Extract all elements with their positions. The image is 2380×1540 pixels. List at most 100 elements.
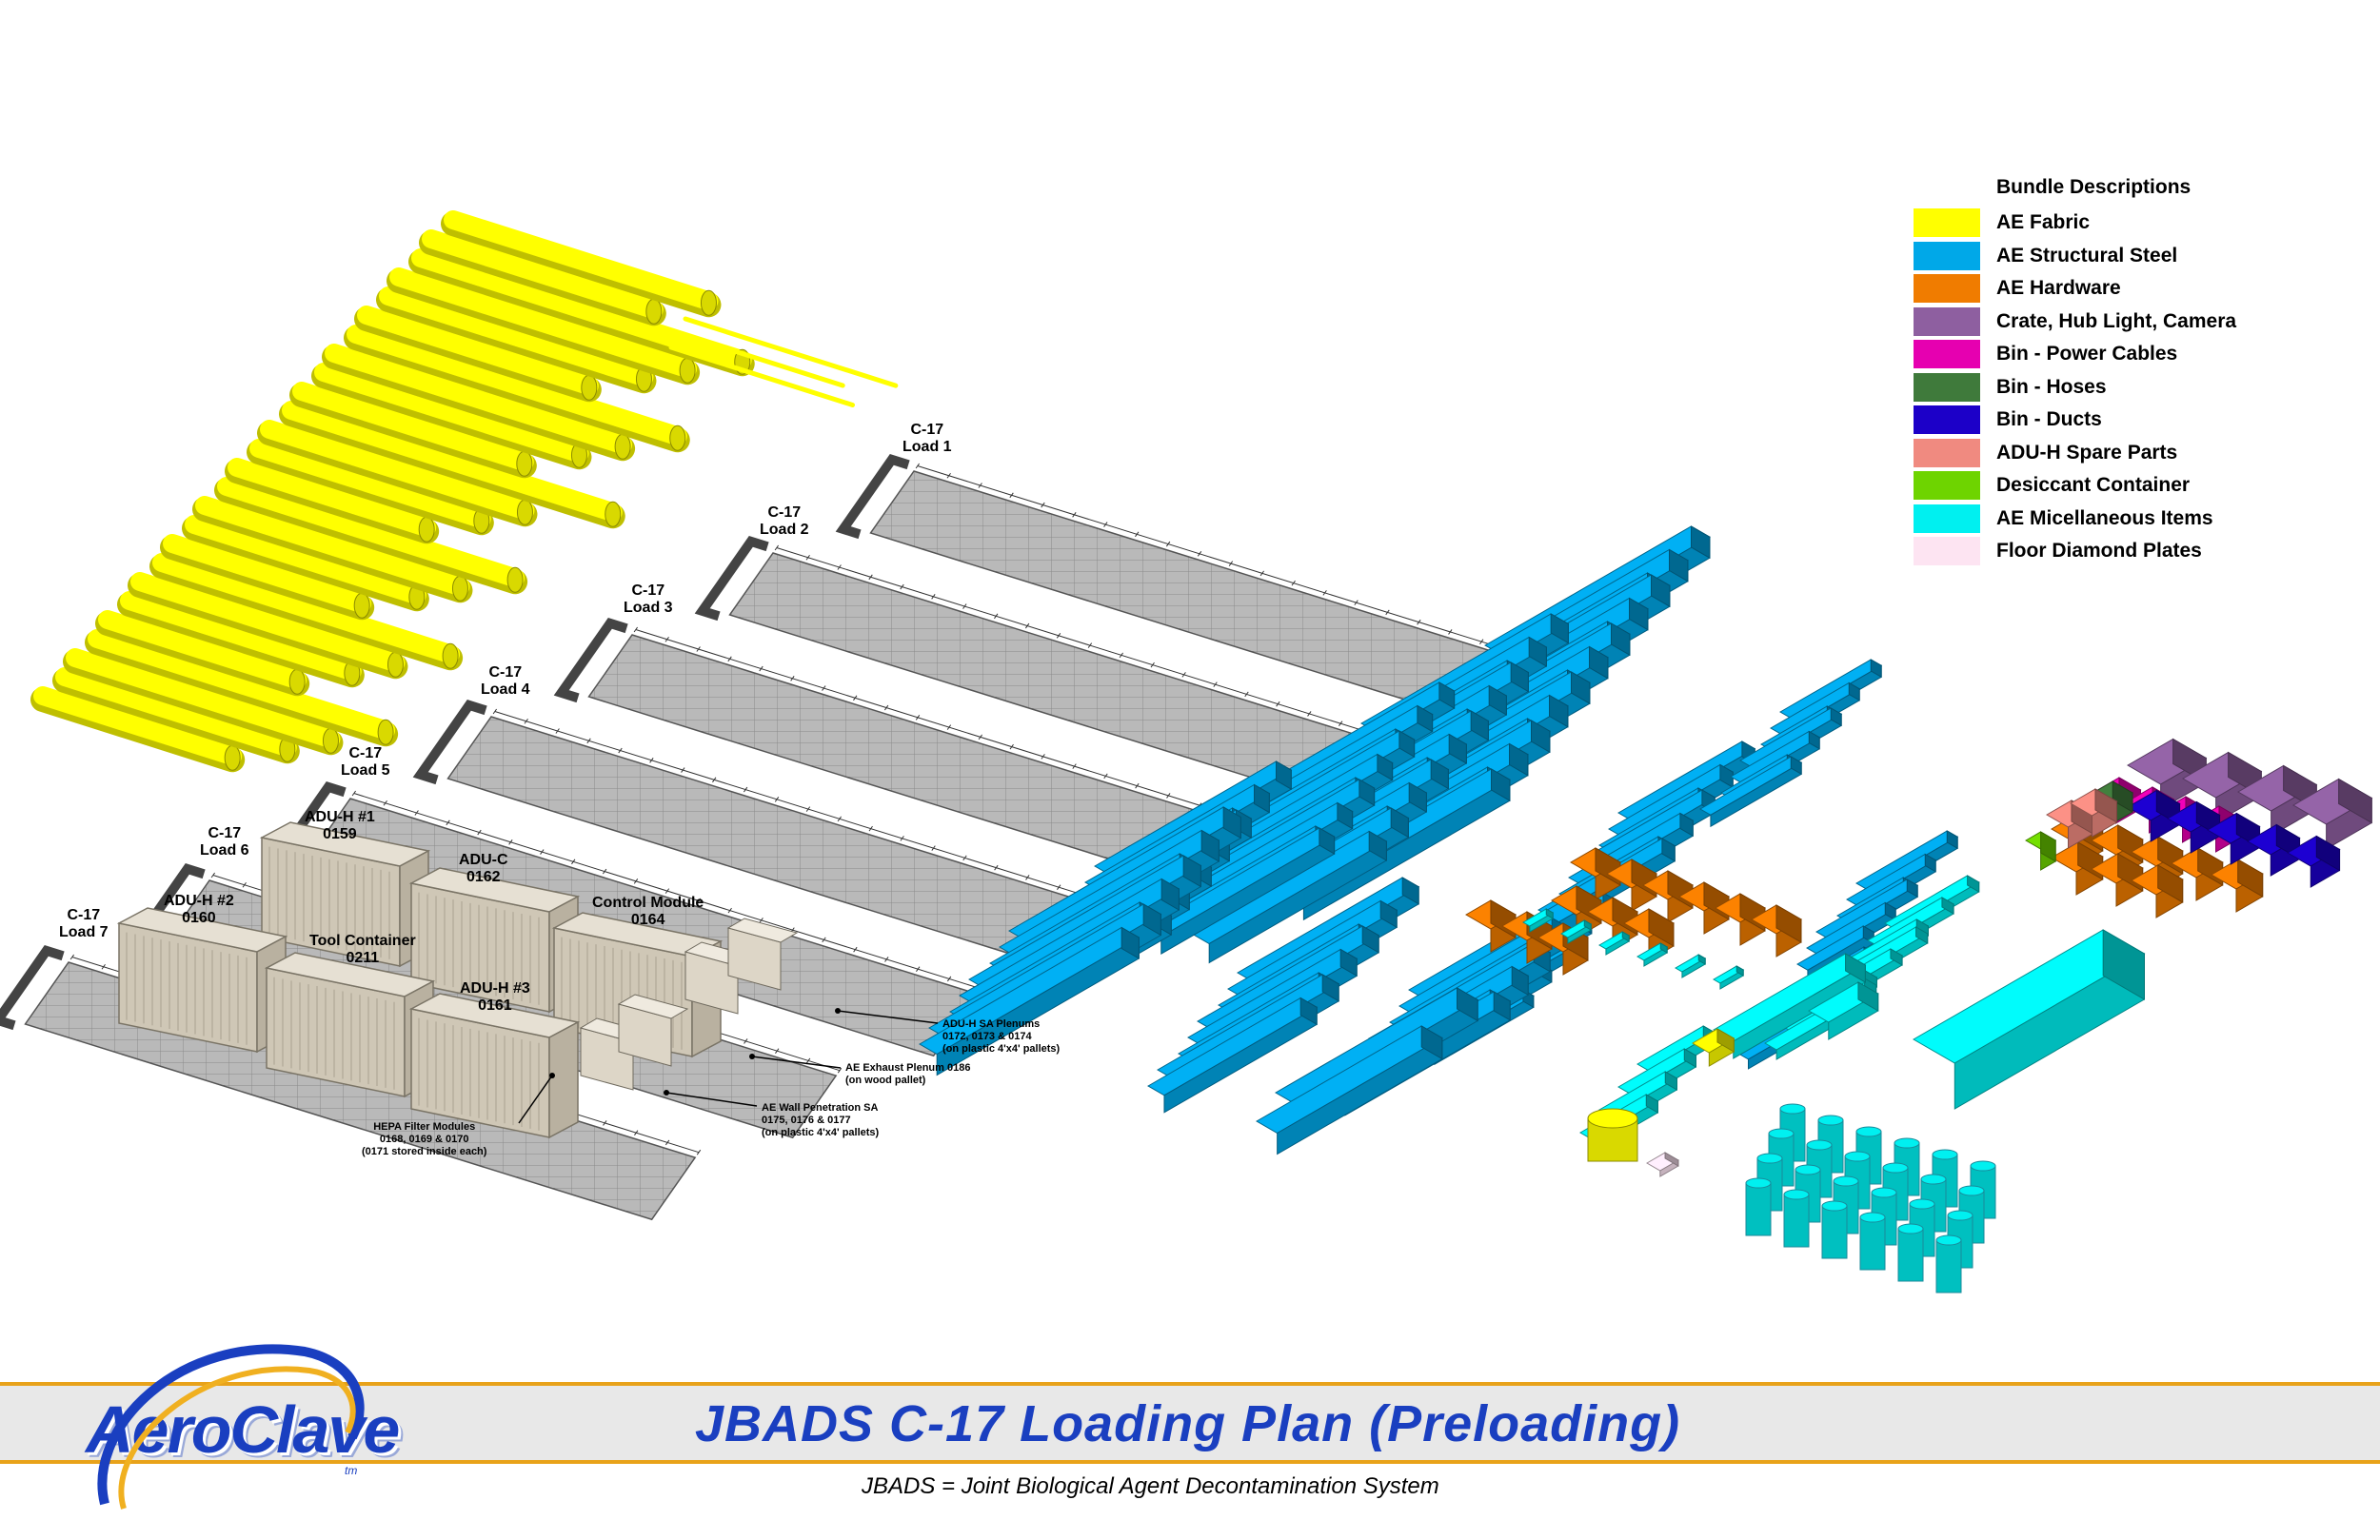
legend-label: Bin - Ducts	[1996, 408, 2102, 430]
box-end	[1857, 981, 1879, 1012]
fabric-roll	[63, 648, 344, 756]
box-end	[1621, 931, 1630, 942]
roll-body	[357, 306, 599, 396]
misc-item	[1560, 919, 1593, 944]
steel-bundle	[919, 926, 1140, 1076]
box-end	[1679, 812, 1694, 838]
misc-item	[1522, 908, 1555, 933]
box-end	[1691, 525, 1711, 560]
box-end	[1121, 926, 1140, 959]
legend-label: AE Micellaneous Items	[1996, 506, 2213, 529]
legend-swatch	[1914, 274, 1980, 303]
fabric-roll	[408, 248, 755, 377]
misc-cylinder	[1897, 1223, 1924, 1282]
box-end	[1808, 730, 1820, 750]
fabric-rod	[668, 345, 856, 407]
legend-swatch	[1914, 340, 1980, 368]
steel-bundle	[1256, 1025, 1443, 1155]
container-end	[548, 1020, 579, 1139]
misc-item	[1713, 965, 1745, 990]
misc-item	[1598, 931, 1631, 956]
cylinder-top	[1894, 1137, 1920, 1149]
fabric-roll	[311, 363, 592, 470]
box-end	[1583, 919, 1592, 931]
crate-hub-light	[2127, 738, 2208, 810]
duct-bin	[2167, 800, 2221, 854]
box-end	[1379, 899, 1398, 929]
cylinder-top	[1844, 1151, 1871, 1162]
box-end	[1448, 733, 1467, 764]
box-end	[1915, 918, 1929, 937]
hardware-crate	[2211, 859, 2264, 913]
misc-item	[1913, 929, 2146, 1110]
box-end	[1457, 987, 1478, 1022]
plenum-top	[617, 994, 689, 1019]
fabric-roll	[279, 401, 625, 529]
box-end	[1629, 597, 1649, 631]
roll-body	[163, 534, 372, 614]
roll-body	[444, 210, 719, 311]
floor-diamond-plate	[1646, 1152, 1679, 1177]
box-end	[1337, 801, 1354, 830]
legend-swatch	[1914, 306, 1980, 336]
fabric-roll	[85, 629, 399, 747]
legend-label: AE Fabric	[1996, 211, 2091, 233]
legend-item: Bin - Hoses	[1914, 372, 2313, 402]
box-end	[1697, 954, 1706, 965]
legend-item: Bin - Power Cables	[1914, 340, 2313, 368]
hardware-crate	[2131, 864, 2184, 918]
misc-cylinder	[1935, 1234, 1962, 1293]
cylinder-top	[1871, 1187, 1897, 1198]
fabric-roll	[387, 267, 701, 385]
roll-body	[249, 439, 491, 529]
crate-hub-light	[2292, 778, 2373, 850]
box-end	[1430, 759, 1449, 790]
containers	[116, 821, 799, 1139]
roll-body	[314, 363, 589, 464]
fabric-roll	[52, 667, 300, 764]
fabric-roll	[376, 286, 657, 394]
box-end	[1361, 925, 1379, 954]
logo-trademark: tm	[345, 1464, 358, 1477]
hardware-crate	[1537, 922, 1589, 976]
legend-label: AE Hardware	[1996, 277, 2121, 299]
cylinder-body	[1897, 1228, 1924, 1282]
roll-body	[228, 458, 437, 538]
hardware-crate	[1751, 904, 1802, 958]
cylinder-top	[1806, 1139, 1833, 1151]
box-end	[1531, 720, 1551, 754]
legend-swatch	[1914, 208, 1980, 237]
cylinder-body	[1745, 1182, 1772, 1236]
roll-end	[288, 668, 306, 695]
box-end	[1200, 829, 1220, 862]
fabric-roll	[289, 382, 537, 479]
cylinder-top	[1783, 1189, 1810, 1200]
ramp-edge	[0, 945, 65, 1031]
fabric-roll	[247, 439, 494, 536]
misc-item	[1713, 953, 1867, 1059]
box-end	[1890, 948, 1903, 966]
box-end	[1550, 613, 1569, 644]
plenum-top	[726, 918, 799, 943]
roll-body	[55, 667, 297, 758]
steel-bundle	[1147, 997, 1319, 1114]
fabric-roll	[149, 553, 464, 671]
cylinder-top	[1768, 1128, 1795, 1139]
c17-floor-layouts	[0, 454, 1547, 1221]
desiccant-container	[2025, 831, 2057, 871]
legend-swatch	[1914, 503, 1980, 533]
box-end	[1683, 1048, 1696, 1068]
box-end	[1924, 853, 1936, 873]
box-end	[1509, 742, 1529, 777]
box-end	[2315, 835, 2341, 872]
ruler-line	[635, 629, 1263, 826]
roll-body	[411, 248, 752, 370]
box-end	[1790, 756, 1802, 776]
box-end	[1664, 1152, 1679, 1167]
box-end	[2237, 859, 2264, 898]
